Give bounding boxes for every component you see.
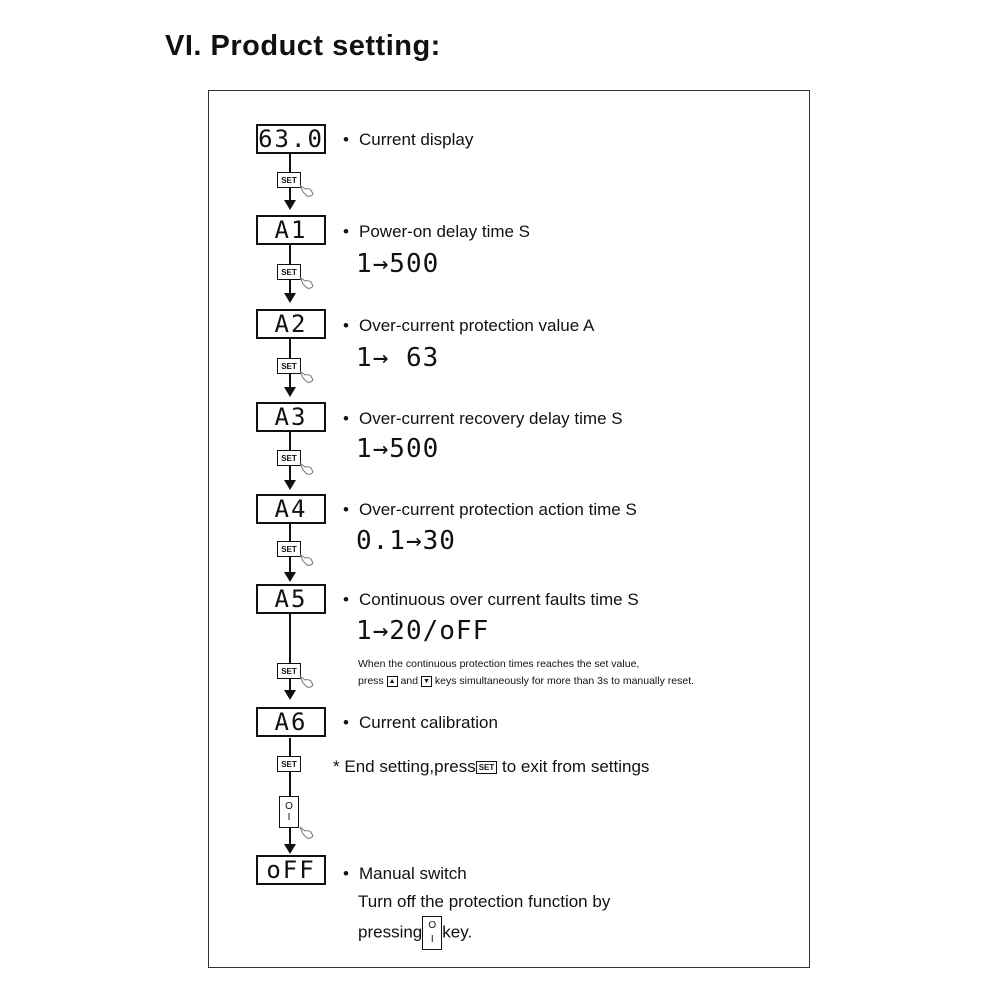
lcd-display-a6: A6 xyxy=(256,707,326,737)
hand-press-icon xyxy=(299,184,314,197)
flow-arrow xyxy=(284,480,296,490)
step-description: • Over-current recovery delay time S xyxy=(343,409,623,429)
note-text: keys simultaneously for more than 3s to … xyxy=(434,675,695,687)
step-text: Continuous over current faults time S xyxy=(359,590,639,609)
note-text: and xyxy=(400,675,419,687)
set-key[interactable]: SET xyxy=(277,541,301,557)
flow-line xyxy=(289,614,291,694)
set-key[interactable]: SET xyxy=(277,172,301,188)
step-description: • Power-on delay time S xyxy=(343,222,530,242)
page-title: VI. Product setting: xyxy=(165,30,441,62)
lcd-display-a2: A2 xyxy=(256,309,326,339)
note-line-1: When the continuous protection times rea… xyxy=(358,658,640,670)
lcd-display-off: oFF xyxy=(256,855,326,885)
step-text: Over-current protection action time S xyxy=(359,500,637,519)
set-key-inline-icon: SET xyxy=(475,761,498,775)
hand-press-icon xyxy=(299,553,314,566)
end-setting-pre: End setting,press xyxy=(344,757,476,776)
bullet: • xyxy=(343,316,349,335)
switch-key-bottom: I xyxy=(287,812,291,823)
set-key[interactable]: SET xyxy=(277,756,301,772)
note-line-2: press ▲ and ▼ keys simultaneously for mo… xyxy=(358,673,694,690)
bullet: • xyxy=(343,130,349,149)
manual-line-2: Turn off the protection function by xyxy=(358,892,611,911)
manual-switch-key[interactable]: O I xyxy=(279,796,299,828)
set-key[interactable]: SET xyxy=(277,264,301,280)
flow-arrow xyxy=(284,200,296,210)
flow-arrow xyxy=(284,690,296,700)
bullet: • xyxy=(343,409,349,428)
lcd-display-a5: A5 xyxy=(256,584,326,614)
settings-frame xyxy=(208,90,810,968)
manual-text: pressing xyxy=(358,922,423,942)
step-description: • Over-current protection action time S xyxy=(343,500,637,520)
lcd-display-a3: A3 xyxy=(256,402,326,432)
up-key-icon: ▲ xyxy=(386,675,398,687)
lcd-display-a1: A1 xyxy=(256,215,326,245)
flow-arrow xyxy=(284,572,296,582)
step-text: Current display xyxy=(359,130,474,149)
range-a5: 1→20/oFF xyxy=(356,616,490,646)
down-key-icon: ▼ xyxy=(420,675,432,687)
step-text: Over-current protection value A xyxy=(359,316,595,335)
range-a1: 1→500 xyxy=(356,249,440,279)
asterisk: * xyxy=(333,757,340,776)
bullet: • xyxy=(343,864,349,883)
lcd-display-current: 63.0 xyxy=(256,124,326,154)
step-description: • Current calibration xyxy=(343,713,498,733)
manual-switch-description: • Manual switch Turn off the protection f… xyxy=(343,860,610,950)
step-description: • Continuous over current faults time S xyxy=(343,590,639,610)
set-key[interactable]: SET xyxy=(277,358,301,374)
bullet: • xyxy=(343,590,349,609)
step-text: Current calibration xyxy=(359,713,498,732)
step-text: Power-on delay time S xyxy=(359,222,531,241)
switch-key-top: O xyxy=(285,801,293,812)
step-description: • Over-current protection value A xyxy=(343,316,594,336)
step-text: Over-current recovery delay time S xyxy=(359,409,623,428)
manual-line-1: • Manual switch xyxy=(343,860,610,888)
lcd-display-a4: A4 xyxy=(256,494,326,524)
switch-key-bottom: I xyxy=(430,934,434,945)
flow-arrow xyxy=(284,293,296,303)
set-key[interactable]: SET xyxy=(277,663,301,679)
hand-press-icon xyxy=(299,370,314,383)
manual-text: key. xyxy=(442,922,473,942)
hand-press-icon xyxy=(299,462,314,475)
set-key[interactable]: SET xyxy=(277,450,301,466)
bullet: • xyxy=(343,222,349,241)
switch-key-top: O xyxy=(428,920,437,931)
range-a2: 1→ 63 xyxy=(356,343,440,373)
hand-press-icon xyxy=(299,675,314,688)
flow-arrow xyxy=(284,387,296,397)
end-setting-post: to exit from settings xyxy=(502,757,650,776)
hand-press-icon xyxy=(299,276,314,289)
range-a3: 1→500 xyxy=(356,434,440,464)
hand-press-icon xyxy=(299,826,314,839)
flow-line xyxy=(289,738,291,848)
note-text: press xyxy=(358,675,384,687)
flow-arrow xyxy=(284,844,296,854)
bullet: • xyxy=(343,713,349,732)
bullet: • xyxy=(343,500,349,519)
reset-note: When the continuous protection times rea… xyxy=(358,656,694,690)
step-description: • Current display xyxy=(343,130,473,150)
manual-text: Manual switch xyxy=(359,864,467,883)
range-a4: 0.1→30 xyxy=(356,526,456,556)
